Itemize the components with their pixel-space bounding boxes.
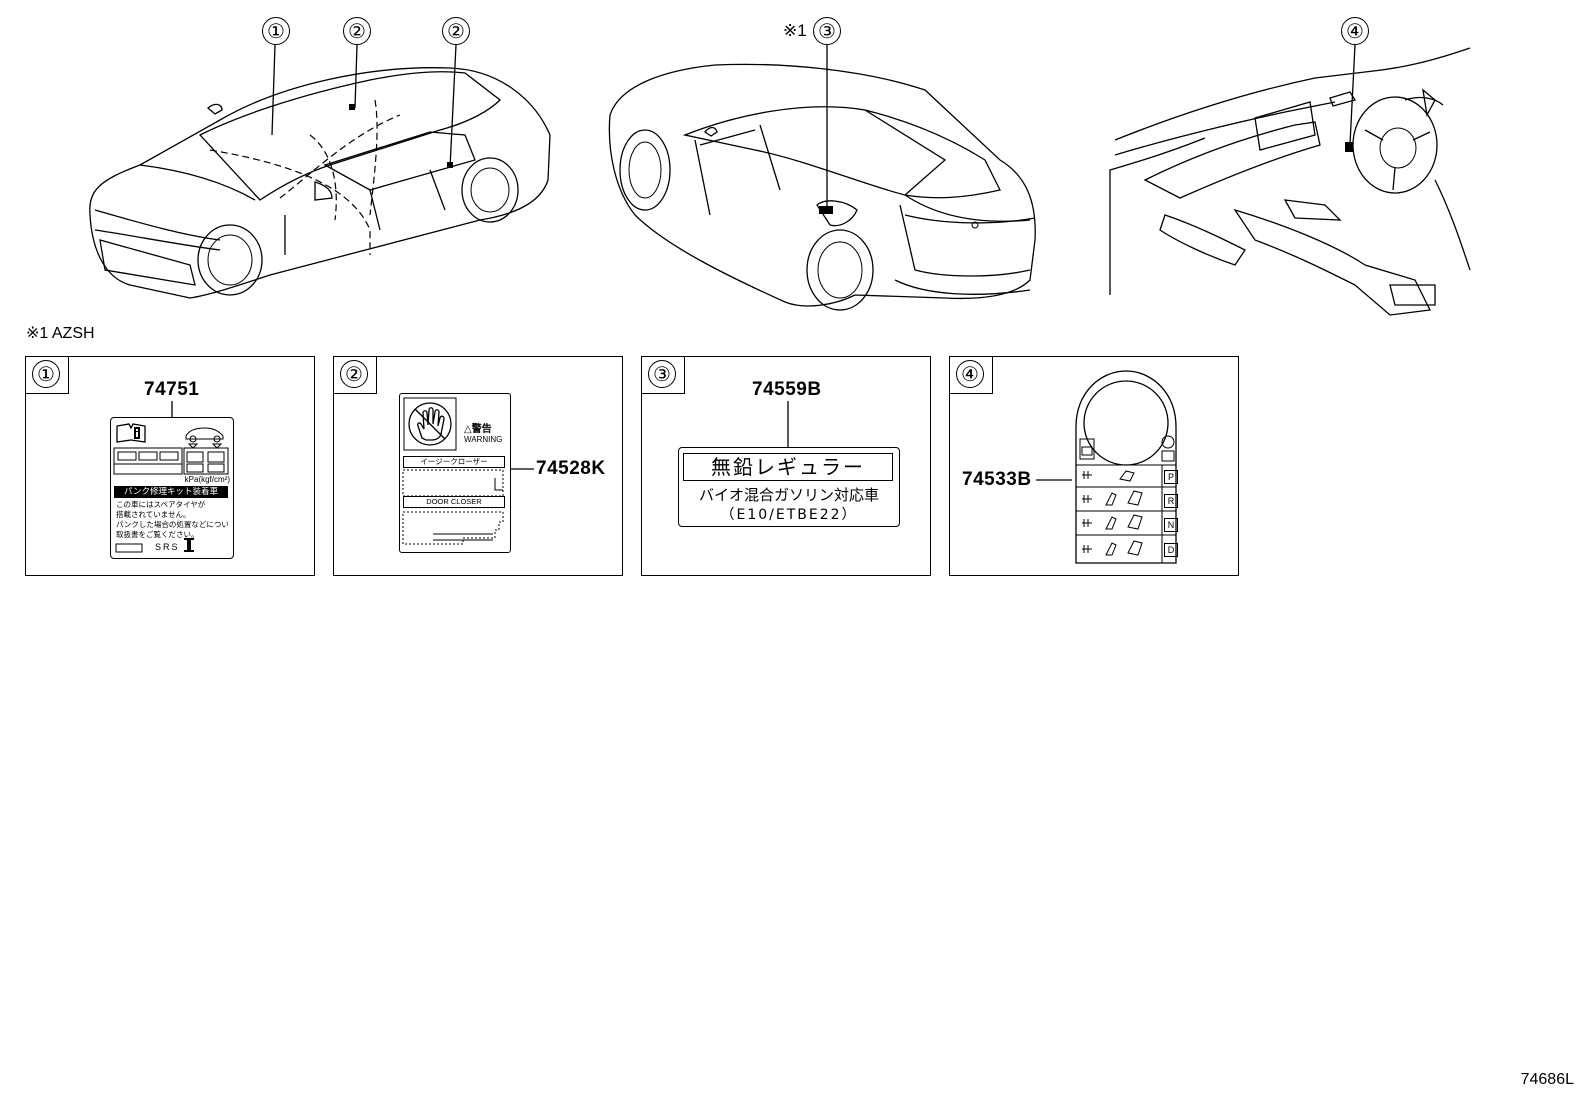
panel-2-leader	[510, 468, 534, 470]
srs-i-bottom	[184, 550, 194, 552]
book-info-icon	[116, 423, 146, 443]
note-mark-1: ※1	[783, 21, 807, 40]
panel-4-part-number: 74533B	[962, 469, 1032, 490]
notice-line-3: パンクした場合の処置などについては	[116, 520, 228, 529]
panel-1-part-number: 74751	[144, 379, 200, 400]
label-footer-row	[115, 543, 143, 553]
easy-closer-jp: イージークローザー	[403, 456, 505, 468]
panel-1-leader	[171, 401, 173, 417]
car-rear-view-illustration	[608, 45, 1036, 311]
fuel-type-label: 無鉛レギュラー バイオ混合ガソリン対応車 （E10/ETBE22）	[678, 447, 900, 527]
warning-en: WARNING	[464, 435, 503, 444]
callout-2-car-front-a: ②	[343, 17, 371, 45]
e10-etbe22-text: （E10/ETBE22）	[720, 507, 858, 523]
panel-2-number: ②	[340, 360, 368, 388]
panel-1: ① 74751 kPa(kgf/cm	[25, 356, 315, 576]
panel-2-part-number: 74528K	[536, 458, 606, 479]
srs-text: SRS	[155, 542, 180, 552]
gear-d: D	[1164, 543, 1178, 557]
unleaded-regular-text: 無鉛レギュラー	[683, 453, 893, 481]
callout-3-car-rear: ③	[813, 17, 841, 45]
srs-i-mark	[187, 538, 191, 552]
tire-pressure-label: kPa(kgf/cm²) パンク修理キット装着車 この車にはスペアタイヤが 搭載…	[110, 417, 234, 559]
door-closer-en: DOOR CLOSER	[403, 496, 505, 508]
panel-3: ③ 74559B 無鉛レギュラー バイオ混合ガソリン対応車 （E10/ETBE2…	[641, 356, 931, 576]
panel-3-number: ③	[648, 360, 676, 388]
repair-kit-notice: この車にはスペアタイヤが 搭載されていません。 パンクした場合の処置などについて…	[116, 500, 228, 540]
gear-r: R	[1164, 494, 1178, 508]
panel-2: ② △警告 WARNING イージークローザー DOOR CLOSER 7452…	[333, 356, 623, 576]
panel-3-part-number: 74559B	[752, 379, 822, 400]
panel-2-tab: ②	[333, 356, 377, 394]
callout-4-dashboard: ④	[1341, 17, 1369, 45]
gear-n: N	[1164, 518, 1178, 532]
bio-gasoline-text: バイオ混合ガソリン対応車	[698, 486, 879, 504]
panel-1-number: ①	[32, 360, 60, 388]
callout-1-car-front: ①	[262, 17, 290, 45]
footnote-azsh: ※1 AZSH	[26, 325, 95, 342]
panel-3-leader	[787, 401, 789, 447]
en-text-block	[402, 511, 504, 545]
tire-pressure-table	[113, 447, 229, 475]
panel-4-leader	[1036, 479, 1072, 481]
notice-line-1: この車にはスペアタイヤが	[116, 500, 206, 509]
panel-4-tab: ④	[949, 356, 993, 394]
srs-i-top	[184, 538, 194, 540]
panel-1-tab: ①	[25, 356, 69, 394]
panel-4: ④ 74533B P R N D	[949, 356, 1239, 576]
dashboard-interior-illustration	[1109, 44, 1471, 316]
warning-jp: △警告	[464, 424, 492, 435]
panel-4-number: ④	[956, 360, 984, 388]
car-tire-icon	[185, 427, 224, 449]
hand-stop-icon	[403, 397, 457, 451]
car-front-view-illustration	[89, 44, 551, 299]
notice-line-4: 取扱書をご覧ください。	[116, 530, 199, 539]
gear-p: P	[1164, 470, 1178, 484]
notice-line-2: 搭載されていません。	[116, 510, 191, 519]
panel-3-tab: ③	[641, 356, 685, 394]
repair-kit-banner: パンク修理キット装着車	[114, 486, 228, 498]
diagram-reference-code: 74686L	[1520, 1071, 1574, 1088]
tire-pressure-unit: kPa(kgf/cm²)	[184, 475, 230, 484]
door-closer-label: △警告 WARNING イージークローザー DOOR CLOSER	[399, 393, 511, 553]
callout-2-car-front-b: ②	[442, 17, 470, 45]
shift-lock-tag-label	[1075, 370, 1177, 564]
